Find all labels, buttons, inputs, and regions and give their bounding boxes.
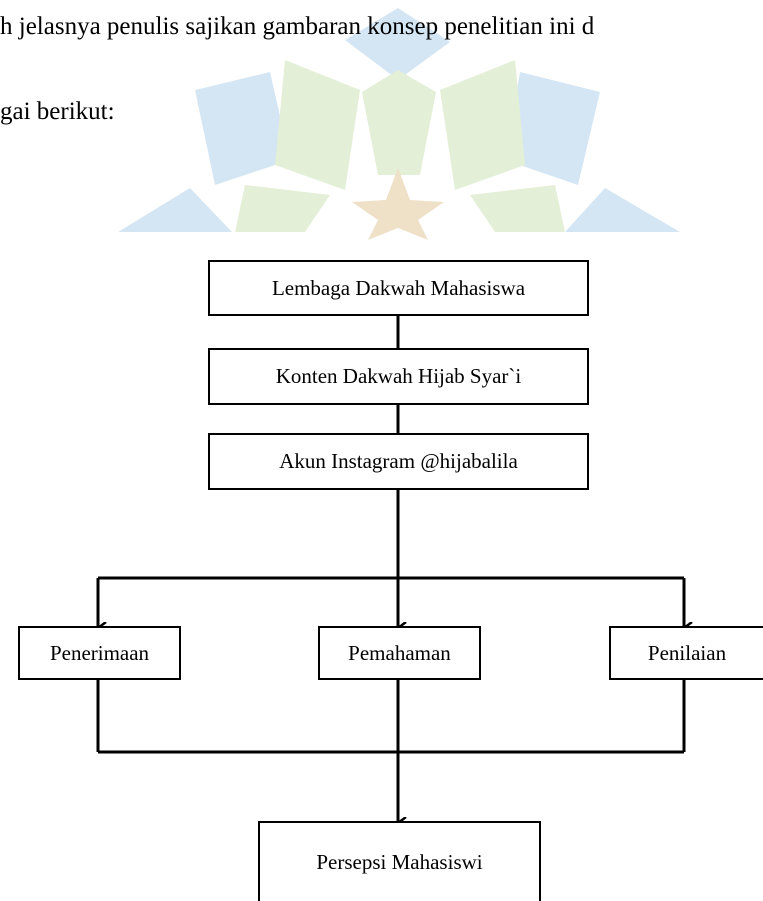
watermark-petal-inner-left: [275, 60, 360, 190]
paragraph-line-2: gai berikut:: [0, 98, 115, 125]
node-penilaian: Penilaian: [609, 626, 763, 680]
watermark-petal-bottom-left: [118, 188, 232, 232]
node-konten-label: Konten Dakwah Hijab Syar`i: [275, 364, 522, 388]
node-konten-dakwah: Konten Dakwah Hijab Syar`i: [208, 348, 589, 405]
watermark-petal-right: [505, 72, 600, 185]
node-penerimaan: Penerimaan: [18, 626, 181, 680]
node-pemahaman: Pemahaman: [318, 626, 481, 680]
watermark-petal-inner-bl: [235, 185, 330, 232]
node-persepsi-label: Persepsi Mahasiswi: [316, 849, 483, 874]
node-lembaga-dakwah-mahasiswa: Lembaga Dakwah Mahasiswa: [208, 260, 589, 316]
node-penilaian-label: Penilaian: [647, 640, 727, 665]
watermark-petal-inner-right: [440, 60, 525, 190]
paragraph-line-1: h jelasnya penulis sajikan gambaran kons…: [0, 13, 595, 40]
watermark-petal-inner-center: [362, 70, 436, 175]
node-penerimaan-label: Penerimaan: [49, 640, 150, 665]
watermark-petal-left: [195, 72, 290, 185]
watermark-petal-bottom-right: [565, 188, 680, 232]
watermark-star: [352, 168, 444, 240]
node-akun-instagram: Akun Instagram @hijabalila: [208, 433, 589, 490]
watermark-logo: [118, 8, 680, 240]
watermark-petal-top: [345, 8, 450, 80]
node-pemahaman-label: Pemahaman: [348, 640, 451, 665]
node-akun-label: Akun Instagram @hijabalila: [279, 449, 518, 473]
node-persepsi-mahasiswi: Persepsi Mahasiswi: [258, 821, 541, 901]
watermark-petals: [118, 8, 680, 240]
node-lembaga-label: Lembaga Dakwah Mahasiswa: [271, 275, 526, 300]
watermark-petal-inner-br: [470, 185, 565, 232]
